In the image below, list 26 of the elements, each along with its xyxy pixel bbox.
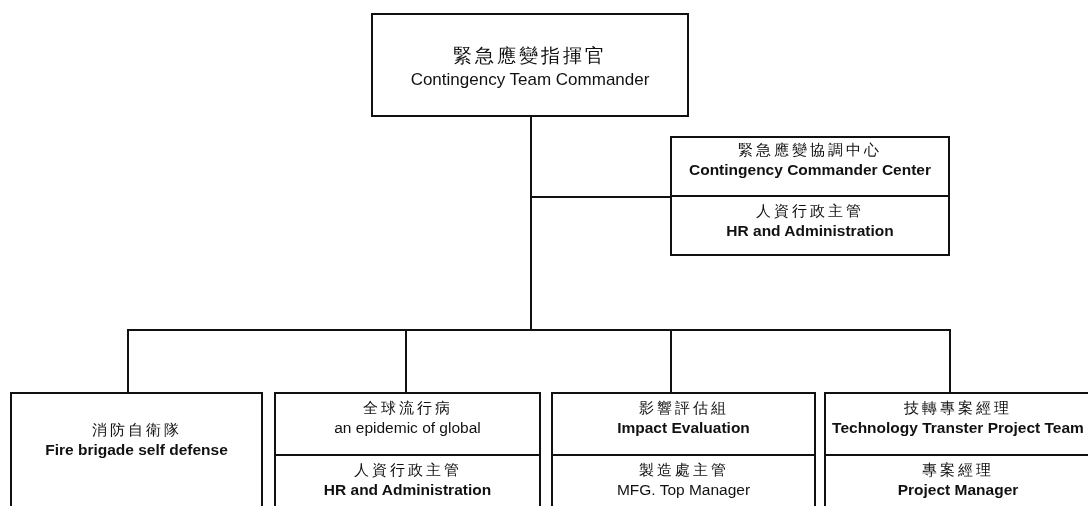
org-box — [824, 392, 1088, 506]
chinese-title: 製造處主管 — [638, 460, 729, 481]
chinese-title: 人資行政主管 — [353, 460, 462, 481]
english-title: MFG. Top Manager — [616, 480, 751, 501]
org-box — [551, 392, 816, 506]
chinese-title: 影響評估組 — [638, 398, 729, 419]
org-box — [371, 13, 689, 117]
english-title: Impact Evaluation — [617, 418, 750, 439]
chinese-title: 緊急應變協調中心 — [738, 140, 882, 161]
org-box — [274, 392, 541, 506]
chinese-title: 消防自衛隊 — [91, 420, 182, 441]
chinese-title: 全球流行病 — [362, 398, 453, 419]
english-title: HR and Administration — [726, 221, 894, 242]
chinese-title: 技轉專案經理 — [904, 398, 1012, 419]
english-title: HR and Administration — [323, 480, 492, 501]
english-title: Contingency Team Commander — [410, 68, 650, 91]
english-title: Technology Transter Project Team — [832, 418, 1084, 439]
english-title: Contingency Commander Center — [689, 160, 931, 181]
english-title: Fire brigade self defense — [45, 440, 228, 461]
chinese-title: 專案經理 — [922, 460, 994, 481]
english-title: Project Manager — [897, 480, 1019, 501]
english-title: an epidemic of global — [334, 418, 481, 439]
org-box — [10, 392, 263, 506]
chinese-title: 緊急應變指揮官 — [453, 43, 607, 68]
org-box — [670, 136, 950, 256]
chinese-title: 人資行政主管 — [756, 201, 864, 222]
